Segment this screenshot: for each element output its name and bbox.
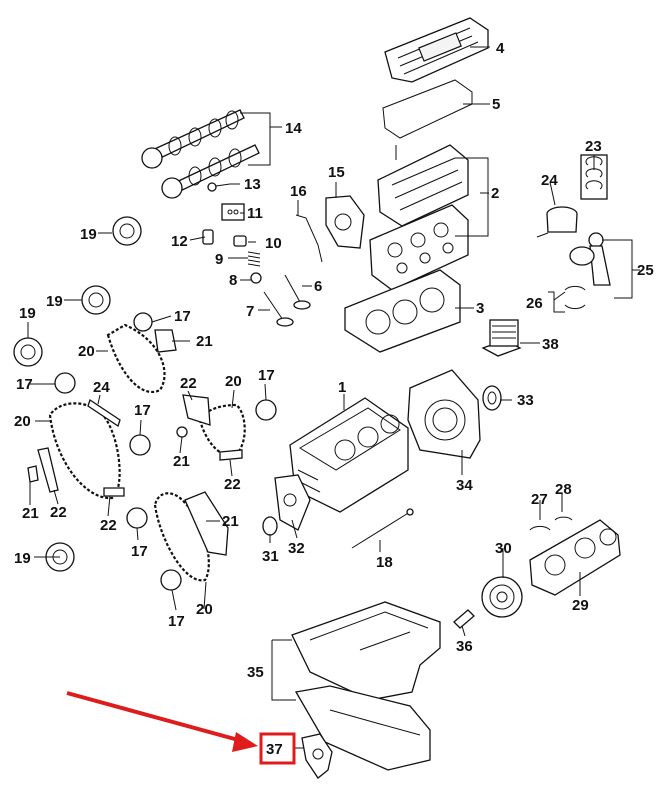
- callout-17e: 17: [131, 543, 148, 560]
- harmonic-balancer-part: [481, 576, 523, 618]
- callout-17c: 17: [134, 402, 151, 419]
- chain-guide-part: [37, 398, 243, 497]
- callout-19b: 19: [46, 293, 63, 310]
- callout-34: 34: [456, 477, 473, 494]
- callout-19d: 19: [14, 550, 31, 567]
- callout-1: 1: [338, 379, 346, 396]
- callout-20c: 20: [225, 373, 242, 390]
- callout-labels: 1 2 3 4 5 6 7 8 9 10 11 12 13 14 15 16 1…: [14, 40, 654, 681]
- callout-21b: 21: [173, 453, 190, 470]
- part-15: [325, 195, 365, 249]
- callout-35: 35: [247, 664, 264, 681]
- callout-21c: 21: [22, 505, 39, 522]
- callout-18: 18: [376, 554, 393, 571]
- seal-33-part: [482, 385, 502, 411]
- callout-32: 32: [288, 540, 305, 557]
- callout-24a: 24: [541, 172, 558, 189]
- callout-25: 25: [637, 262, 654, 279]
- callout-16: 16: [290, 183, 307, 200]
- callout-22d: 22: [100, 517, 117, 534]
- red-arrow: [66, 691, 243, 743]
- callout-10: 10: [265, 235, 282, 252]
- valve-cover-gasket-part: [382, 79, 473, 139]
- pulley-part: [13, 216, 142, 572]
- crankshaft-part: [529, 519, 621, 596]
- callout-13: 13: [244, 176, 261, 193]
- callout-22c: 22: [50, 504, 67, 521]
- piston-part: [536, 206, 578, 238]
- part-16: [295, 214, 323, 263]
- callout-2: 2: [491, 185, 499, 202]
- camshaft-part: [141, 109, 260, 199]
- part-8: [250, 272, 262, 284]
- callout-20a: 20: [78, 343, 95, 360]
- chain-tensioner-part: [27, 329, 229, 556]
- part-11: [221, 203, 245, 221]
- callout-19c: 19: [19, 305, 36, 322]
- main-bearing-part: [529, 516, 573, 531]
- callout-17b: 17: [16, 376, 33, 393]
- callout-17d: 17: [258, 367, 275, 384]
- callout-8: 8: [229, 272, 237, 289]
- callout-38: 38: [542, 336, 559, 353]
- callout-12: 12: [171, 233, 188, 250]
- valve-cover-part: [384, 17, 489, 83]
- callout-21a: 21: [196, 333, 213, 350]
- red-arrow-head: [232, 732, 258, 752]
- oil-pan-part: [291, 601, 441, 771]
- callout-20d: 20: [196, 601, 213, 618]
- connecting-rod-part: [569, 232, 611, 286]
- callout-28: 28: [555, 481, 572, 498]
- callout-7: 7: [246, 303, 254, 320]
- sensor-36-part: [453, 609, 475, 629]
- leader-lines: [27, 46, 640, 749]
- callout-27: 27: [531, 491, 548, 508]
- callout-14: 14: [285, 120, 302, 137]
- callout-15: 15: [328, 164, 345, 181]
- part-10: [233, 235, 247, 247]
- callout-4: 4: [496, 40, 505, 57]
- head-gasket-part: [344, 269, 461, 353]
- seal-31-part: [262, 516, 278, 536]
- callout-22b: 22: [224, 476, 241, 493]
- callout-29: 29: [572, 597, 589, 614]
- oil-cooler-part: [481, 319, 522, 357]
- sprocket-part: [54, 312, 277, 591]
- bolt-13-part: [207, 182, 231, 192]
- timing-chain-part: [48, 323, 246, 582]
- callout-3: 3: [476, 300, 484, 317]
- exhaust-valve-part: [284, 274, 311, 310]
- rear-cover-part: [407, 369, 481, 459]
- callout-17f: 17: [168, 613, 185, 630]
- callout-37: 37: [266, 741, 283, 758]
- intake-valve-part: [263, 291, 294, 327]
- callout-22a: 22: [180, 375, 197, 392]
- callout-9: 9: [215, 251, 223, 268]
- piston-rings-part: [580, 154, 608, 200]
- callout-5: 5: [492, 96, 500, 113]
- callout-31: 31: [262, 548, 279, 565]
- callout-37-highlight-box: [259, 732, 296, 765]
- callout-30: 30: [495, 540, 512, 557]
- callout-36: 36: [456, 638, 473, 655]
- highlight-callout-37[interactable]: 37: [66, 691, 296, 765]
- part-32: [274, 474, 311, 531]
- callout-11: 11: [247, 205, 263, 222]
- callout-21d: 21: [222, 513, 239, 530]
- callout-19a: 19: [80, 226, 97, 243]
- callout-20b: 20: [14, 413, 31, 430]
- callout-23: 23: [585, 138, 602, 155]
- oil-pickup-tube-part: [301, 733, 333, 779]
- callout-6: 6: [314, 278, 322, 295]
- callout-24b: 24: [93, 379, 110, 396]
- cylinder-head-part: [369, 144, 469, 291]
- callout-26: 26: [526, 295, 543, 312]
- rod-bearing-part: [564, 285, 586, 310]
- callout-17a: 17: [174, 308, 191, 325]
- valve-spring-part: [247, 251, 261, 267]
- part-18: [351, 508, 414, 549]
- callout-33: 33: [517, 392, 534, 409]
